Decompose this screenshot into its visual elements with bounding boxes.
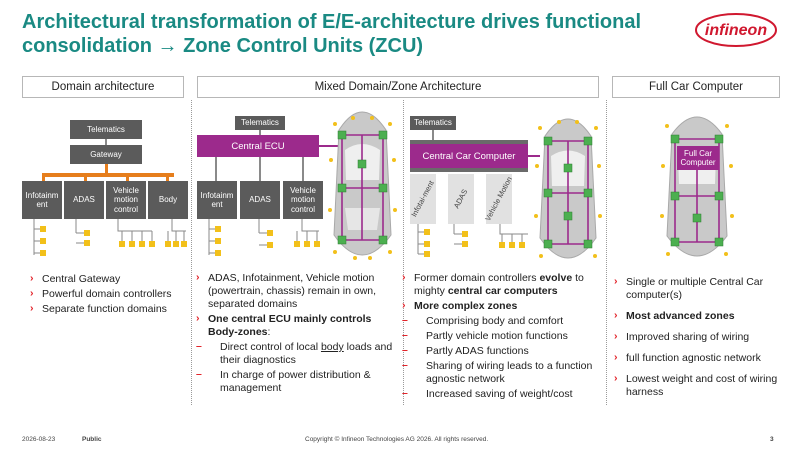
sub-text: Direct control of local — [220, 341, 321, 353]
footer-classification: Public — [82, 436, 102, 443]
list-item: ADAS, Infotainment, Vehicle motion (powe… — [194, 271, 400, 311]
gateway-link — [105, 164, 108, 174]
connector — [105, 139, 107, 145]
col1-bullets: Central Gateway Powerful domain controll… — [28, 272, 188, 318]
text: to mighty — [414, 272, 584, 297]
domain-adas: ADAS — [64, 181, 104, 219]
sub-text: loads and their diagnostics — [220, 341, 393, 366]
list-item-bold: One central ECU mainly controls Body-zon… — [194, 312, 400, 339]
bus-drop — [126, 173, 129, 181]
connector — [215, 157, 217, 181]
header-mixed-architecture: Mixed Domain/Zone Architecture — [197, 76, 599, 98]
text: Former domain controllers — [414, 272, 540, 284]
list-item: Central Gateway — [28, 272, 188, 286]
logo-wordmark: infineon — [704, 22, 768, 39]
telematics-box: Telematics — [235, 116, 285, 130]
list-item: Improved sharing of wiring — [612, 330, 782, 344]
sub-list-item: Direct control of local body loads and t… — [194, 340, 400, 367]
list-item: Lowest weight and cost of wiring harness — [612, 372, 782, 399]
connector — [302, 157, 304, 181]
rotated-infotainment: Infotai-ment — [409, 174, 436, 224]
bus-drop — [166, 173, 169, 181]
slide-title: Architectural transformation of E/E-arch… — [22, 11, 642, 57]
separator — [606, 100, 607, 405]
car-complex-zones-illustration — [534, 118, 602, 259]
list-item: Separate function domains — [28, 302, 188, 316]
bus-drop — [42, 173, 45, 181]
gateway-bus — [42, 173, 174, 177]
header-domain-architecture: Domain architecture — [22, 76, 184, 98]
list-item-bold: More complex zones — [400, 299, 605, 313]
central-ecu-box: Central ECU — [197, 135, 319, 157]
footer-copyright: Copyright © Infineon Technologies AG 202… — [305, 436, 489, 443]
header-full-car-computer: Full Car Computer — [612, 76, 780, 98]
rotated-label: Vehicle Motion — [483, 175, 514, 223]
rotated-vehicle-motion: Vehicle Motion — [483, 174, 514, 224]
footer-page-number: 3 — [770, 436, 774, 443]
domain-vehicle-motion: Vehicle motion control — [283, 181, 323, 219]
footer-date: 2026-08-23 — [22, 436, 56, 443]
sub-list-item: Sharing of wiring leads to a function ag… — [400, 359, 605, 386]
car-zonal-illustration — [328, 111, 397, 260]
connector — [432, 130, 434, 140]
colon-text: : — [267, 326, 271, 338]
domain-infotainment: Infotainm ent — [197, 181, 237, 219]
col2-bullets: ADAS, Infotainment, Vehicle motion (powe… — [194, 271, 400, 397]
list-item: Single or multiple Central Car computer(… — [612, 275, 782, 302]
sub-list-item: Partly ADAS functions — [400, 344, 605, 358]
col4-bullets: Single or multiple Central Car computer(… — [612, 275, 782, 401]
rotated-label: Infotai-ment — [409, 179, 436, 219]
bold-text: One central ECU mainly controls Body-zon… — [208, 313, 372, 338]
mixed-wiring-tree — [208, 219, 320, 256]
sub-list-item: Partly vehicle motion functions — [400, 329, 605, 343]
domain-vehicle-motion: Vehicle motion control — [106, 181, 146, 219]
list-item-bold: Most advanced zones — [612, 309, 782, 323]
telematics-box: Telematics — [410, 116, 456, 130]
sub-list-item: In charge of power distribution & manage… — [194, 368, 400, 395]
infineon-logo: infineon — [694, 10, 778, 48]
col3-bullets: Former domain controllers evolve to migh… — [400, 271, 605, 403]
list-item: full function agnostic network — [612, 351, 782, 365]
rotated-adas: ADAS — [448, 174, 474, 224]
sub-list-item: Increased saving of weight/cost — [400, 387, 605, 401]
separator — [403, 100, 404, 405]
telematics-box: Telematics — [70, 120, 142, 139]
domain-adas: ADAS — [240, 181, 280, 219]
bold-text: central car computers — [447, 285, 558, 297]
domain-wiring-tree — [33, 219, 187, 256]
ecu-to-car-link — [319, 145, 339, 147]
ccc-to-car-link — [528, 155, 540, 157]
list-item: Former domain controllers evolve to migh… — [400, 271, 605, 298]
car-full-computer-illustration — [660, 116, 734, 257]
domain-infotainment: Infotainm ent — [22, 181, 62, 219]
underlined-text: body — [320, 341, 344, 353]
connector — [259, 130, 261, 135]
full-car-computer-box: Full Car Computer — [677, 146, 719, 170]
gateway-box: Gateway — [70, 145, 142, 164]
central-car-computer-box: Central Car Computer — [410, 144, 528, 168]
separator — [191, 100, 192, 405]
rotated-label: ADAS — [451, 187, 470, 210]
bold-text: evolve — [539, 272, 573, 284]
sub-list-item: Comprising body and comfort — [400, 314, 605, 328]
ccc-wiring-tree — [417, 224, 528, 257]
logo-swoosh-icon — [695, 13, 777, 47]
domain-body: Body — [148, 181, 188, 219]
list-item: Powerful domain controllers — [28, 287, 188, 301]
connector — [259, 157, 261, 181]
bus-drop — [84, 173, 87, 181]
